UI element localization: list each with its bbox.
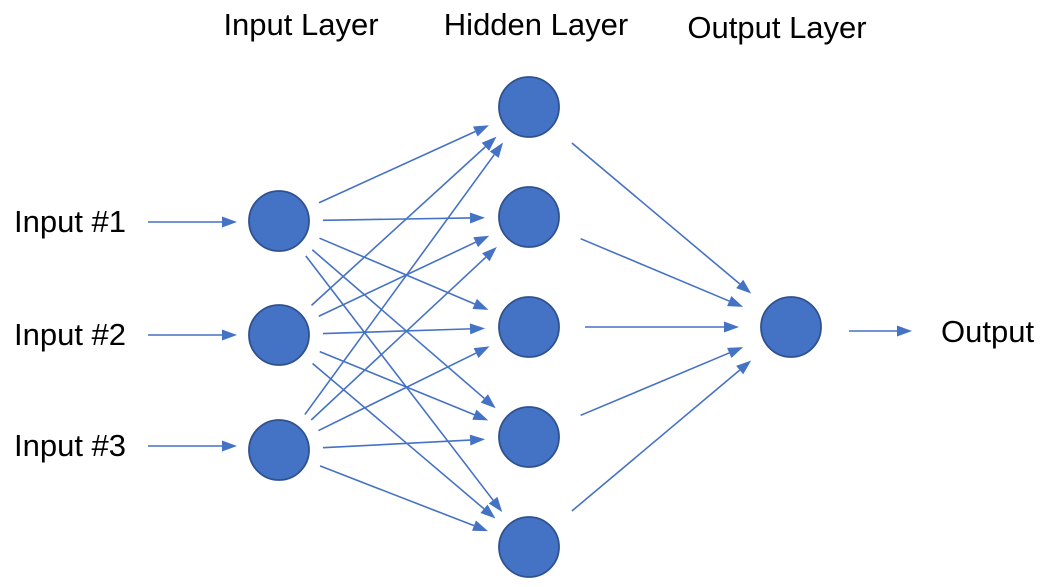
input-1-label: Input #1	[14, 204, 127, 239]
connection-hidden2-output-arrowhead	[727, 295, 744, 307]
connection-input2-hidden2-arrowhead	[473, 235, 490, 248]
connection-input3-hidden1-arrowhead	[489, 142, 504, 158]
connection-input3-hidden4-line	[322, 439, 471, 449]
input-2-arrow-arrowhead	[222, 329, 237, 341]
hidden-node-2	[498, 186, 560, 248]
connection-hidden1-output-arrowhead	[736, 279, 752, 294]
connection-input1-hidden5-line	[305, 255, 494, 501]
connection-input2-hidden3-line	[322, 328, 471, 335]
input-node-3	[248, 419, 310, 481]
connection-input1-hidden3-arrowhead	[472, 298, 489, 310]
connection-input2-hidden1-line	[310, 146, 486, 306]
input-layer-title: Input Layer	[223, 7, 379, 42]
connection-input1-hidden2-arrowhead	[469, 212, 486, 224]
input-node-1	[248, 190, 310, 252]
hidden-node-5	[498, 516, 560, 578]
connection-input2-hidden1-arrowhead	[481, 136, 497, 151]
input-node-2	[248, 304, 310, 366]
connection-input2-hidden4-line	[319, 350, 475, 416]
connection-input2-hidden3-arrowhead	[469, 323, 486, 335]
hidden-node-3	[498, 296, 560, 358]
hidden-layer-title: Hidden Layer	[443, 7, 629, 42]
connection-hidden4-output-line	[580, 352, 730, 417]
connection-input3-hidden5-arrowhead	[472, 520, 488, 532]
connection-input3-hidden3-line	[318, 352, 477, 432]
connection-input1-hidden4-line	[311, 249, 485, 400]
connection-input1-hidden5-arrowhead	[488, 496, 503, 513]
connection-input1-hidden2-line	[322, 217, 471, 222]
connection-input2-hidden5-line	[312, 362, 485, 510]
connection-hidden4-output-arrowhead	[727, 347, 744, 359]
input-3-label: Input #3	[14, 428, 127, 463]
connection-hidden5-output-line	[571, 369, 741, 512]
output-arrow-arrowhead	[897, 325, 912, 337]
connection-input3-hidden4-arrowhead	[469, 434, 486, 446]
connection-input3-hidden2-arrowhead	[482, 246, 497, 262]
connection-hidden3-output-arrowhead	[724, 321, 739, 333]
connection-input3-hidden5-line	[319, 465, 475, 527]
connection-input2-hidden5-arrowhead	[480, 504, 496, 519]
connection-input1-hidden1-line	[318, 130, 476, 204]
connection-input3-hidden3-arrowhead	[473, 346, 490, 358]
output-label: Output	[941, 314, 1035, 349]
connection-input2-hidden4-arrowhead	[472, 409, 489, 421]
connection-hidden1-output-line	[571, 142, 741, 285]
connection-hidden5-output-arrowhead	[736, 360, 752, 375]
input-2-label: Input #2	[14, 317, 127, 352]
connection-input2-hidden2-line	[318, 241, 476, 317]
hidden-node-4	[498, 406, 560, 468]
connection-hidden2-output-line	[580, 237, 730, 302]
connection-input3-hidden1-line	[304, 154, 495, 415]
input-1-arrow-arrowhead	[222, 216, 237, 228]
output-node	[760, 296, 822, 358]
hidden-node-1	[498, 76, 560, 138]
input-3-arrow-arrowhead	[222, 440, 237, 452]
connection-input3-hidden2-line	[310, 256, 487, 421]
connection-input1-hidden1-arrowhead	[473, 125, 489, 137]
connection-input1-hidden4-arrowhead	[480, 394, 496, 409]
output-layer-title: Output Layer	[687, 10, 867, 45]
connection-input1-hidden3-line	[319, 237, 475, 305]
